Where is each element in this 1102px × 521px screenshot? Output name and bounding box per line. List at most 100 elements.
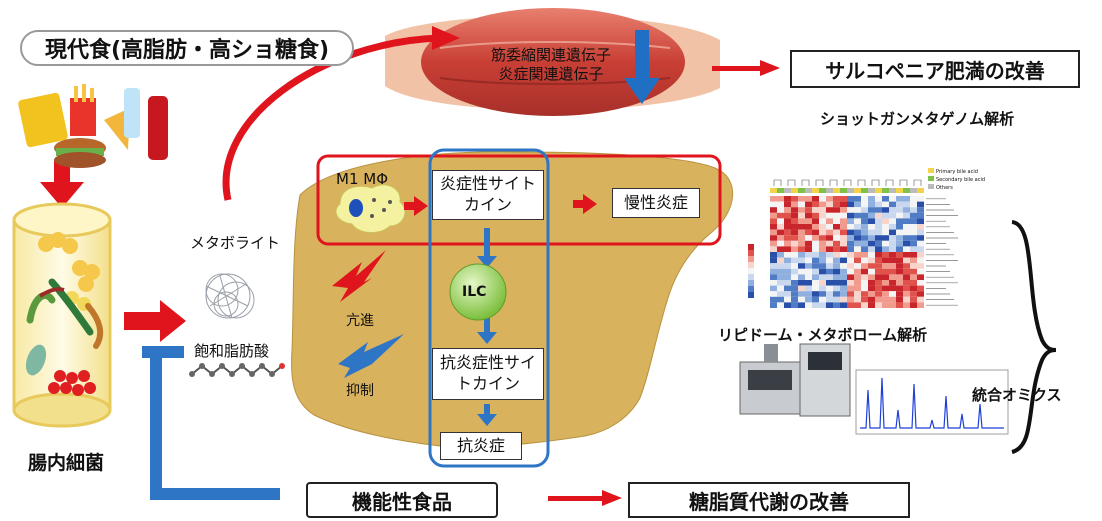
heatmap-cell	[784, 268, 791, 275]
heatmap-cell	[770, 229, 777, 236]
heatmap-cell	[847, 224, 854, 230]
heatmap-cell	[875, 246, 882, 252]
heatmap-cell	[847, 201, 854, 208]
heatmap-cell	[826, 218, 833, 224]
heatmap-cell	[812, 235, 819, 241]
heatmap-cell	[896, 224, 903, 230]
gut-label: 腸内細菌	[28, 452, 105, 474]
heatmap-cell	[777, 257, 784, 264]
heatmap-cell	[833, 212, 840, 219]
heatmap-cell	[812, 274, 819, 280]
heatmap-scale-step	[748, 292, 754, 298]
heatmap-cell	[903, 296, 910, 303]
heatmap-cell	[875, 212, 882, 219]
heatmap-cell	[896, 274, 903, 280]
heatmap-cell	[910, 263, 917, 269]
promotion-bolt-icon	[332, 250, 386, 302]
heatmap-cell	[854, 218, 861, 224]
functional-food-label: 機能性食品	[352, 489, 452, 514]
heatmap-cell	[819, 212, 826, 219]
heatmap-cell	[847, 263, 854, 269]
heatmap-cell	[819, 196, 826, 202]
heatmap-cell	[770, 291, 777, 297]
chronic-inflammation-label: 慢性炎症	[623, 192, 688, 212]
heatmap-cell	[875, 285, 882, 292]
heatmap-cell	[784, 280, 791, 286]
heatmap-cell	[861, 218, 868, 224]
inflammation-frame	[316, 154, 722, 246]
heatmap-cell	[910, 268, 917, 275]
heatmap-cell	[791, 285, 798, 292]
heatmap-cell	[791, 196, 798, 202]
heatmap-cell	[798, 212, 805, 219]
heatmap-cell	[798, 268, 805, 275]
heatmap-cell	[812, 224, 819, 230]
heatmap-cell	[826, 207, 833, 213]
heatmap-cell	[854, 212, 861, 219]
heatmap-cell	[805, 196, 812, 202]
heatmap-cell	[875, 240, 882, 247]
sarcopenia-outcome-box: サルコペニア肥満の改善	[790, 50, 1080, 88]
heatmap-cell	[833, 207, 840, 213]
heatmap-cell	[903, 274, 910, 280]
heatmap-cell	[910, 280, 917, 286]
heatmap-cell	[777, 207, 784, 213]
heatmap-cell	[896, 263, 903, 269]
heatmap-cell	[840, 235, 847, 241]
heatmap-column-tag	[917, 188, 924, 193]
chronic-inflammation-box: 慢性炎症	[612, 188, 700, 218]
heatmap-cell	[840, 274, 847, 280]
heatmap-cell	[784, 291, 791, 297]
heatmap-cell	[868, 285, 875, 292]
heatmap-cell	[868, 240, 875, 247]
shotgun-label: ショットガンメタゲノム解析	[820, 110, 1015, 128]
heatmap-cell	[840, 224, 847, 230]
heatmap-cell	[833, 218, 840, 224]
mass-spectrometer-icon	[739, 343, 851, 417]
heatmap-cell	[833, 280, 840, 286]
heatmap-cell	[777, 302, 784, 308]
heatmap-cell	[784, 285, 791, 292]
heatmap-cell	[910, 201, 917, 208]
macrophage-label: M1 MΦ	[336, 170, 389, 188]
heatmap-cell	[805, 257, 812, 264]
heatmap-cell	[819, 280, 826, 286]
heatmap-scale-step	[748, 268, 754, 274]
heatmap-cell	[840, 212, 847, 219]
heatmap-cell	[840, 240, 847, 247]
heatmap-cell	[875, 218, 882, 224]
heatmap-cell	[889, 196, 896, 202]
suppression-bolt-icon	[338, 334, 404, 378]
heatmap-cell	[819, 268, 826, 275]
heatmap-cell	[791, 280, 798, 286]
heatmap-cell	[896, 229, 903, 236]
heatmap-cell	[826, 212, 833, 219]
heatmap-cell	[805, 218, 812, 224]
heatmap-cell	[812, 207, 819, 213]
heatmap-cell	[770, 252, 777, 258]
heatmap-scale-step	[748, 262, 754, 268]
heatmap-cell	[833, 240, 840, 247]
heatmap-cell	[777, 263, 784, 269]
heatmap-cell	[847, 235, 854, 241]
heatmap-cell	[861, 291, 868, 297]
heatmap-cell	[840, 201, 847, 208]
heatmap-cell	[770, 218, 777, 224]
heatmap-cell	[889, 212, 896, 219]
heatmap-cell	[854, 207, 861, 213]
metabolite-network-icon	[205, 273, 255, 319]
heatmap-cell	[791, 224, 798, 230]
heatmap-cell	[784, 246, 791, 252]
heatmap-cell	[910, 291, 917, 297]
heatmap-cell	[847, 268, 854, 275]
heatmap-cell	[847, 207, 854, 213]
heatmap-cell	[805, 235, 812, 241]
heatmap-column-tag	[882, 188, 889, 193]
heatmap-cell	[917, 296, 924, 303]
heatmap-cell	[847, 218, 854, 224]
heatmap-cell	[812, 296, 819, 303]
heatmap-cell	[791, 291, 798, 297]
heatmap-cell	[819, 235, 826, 241]
heatmap-cell	[833, 252, 840, 258]
heatmap-cell	[798, 196, 805, 202]
